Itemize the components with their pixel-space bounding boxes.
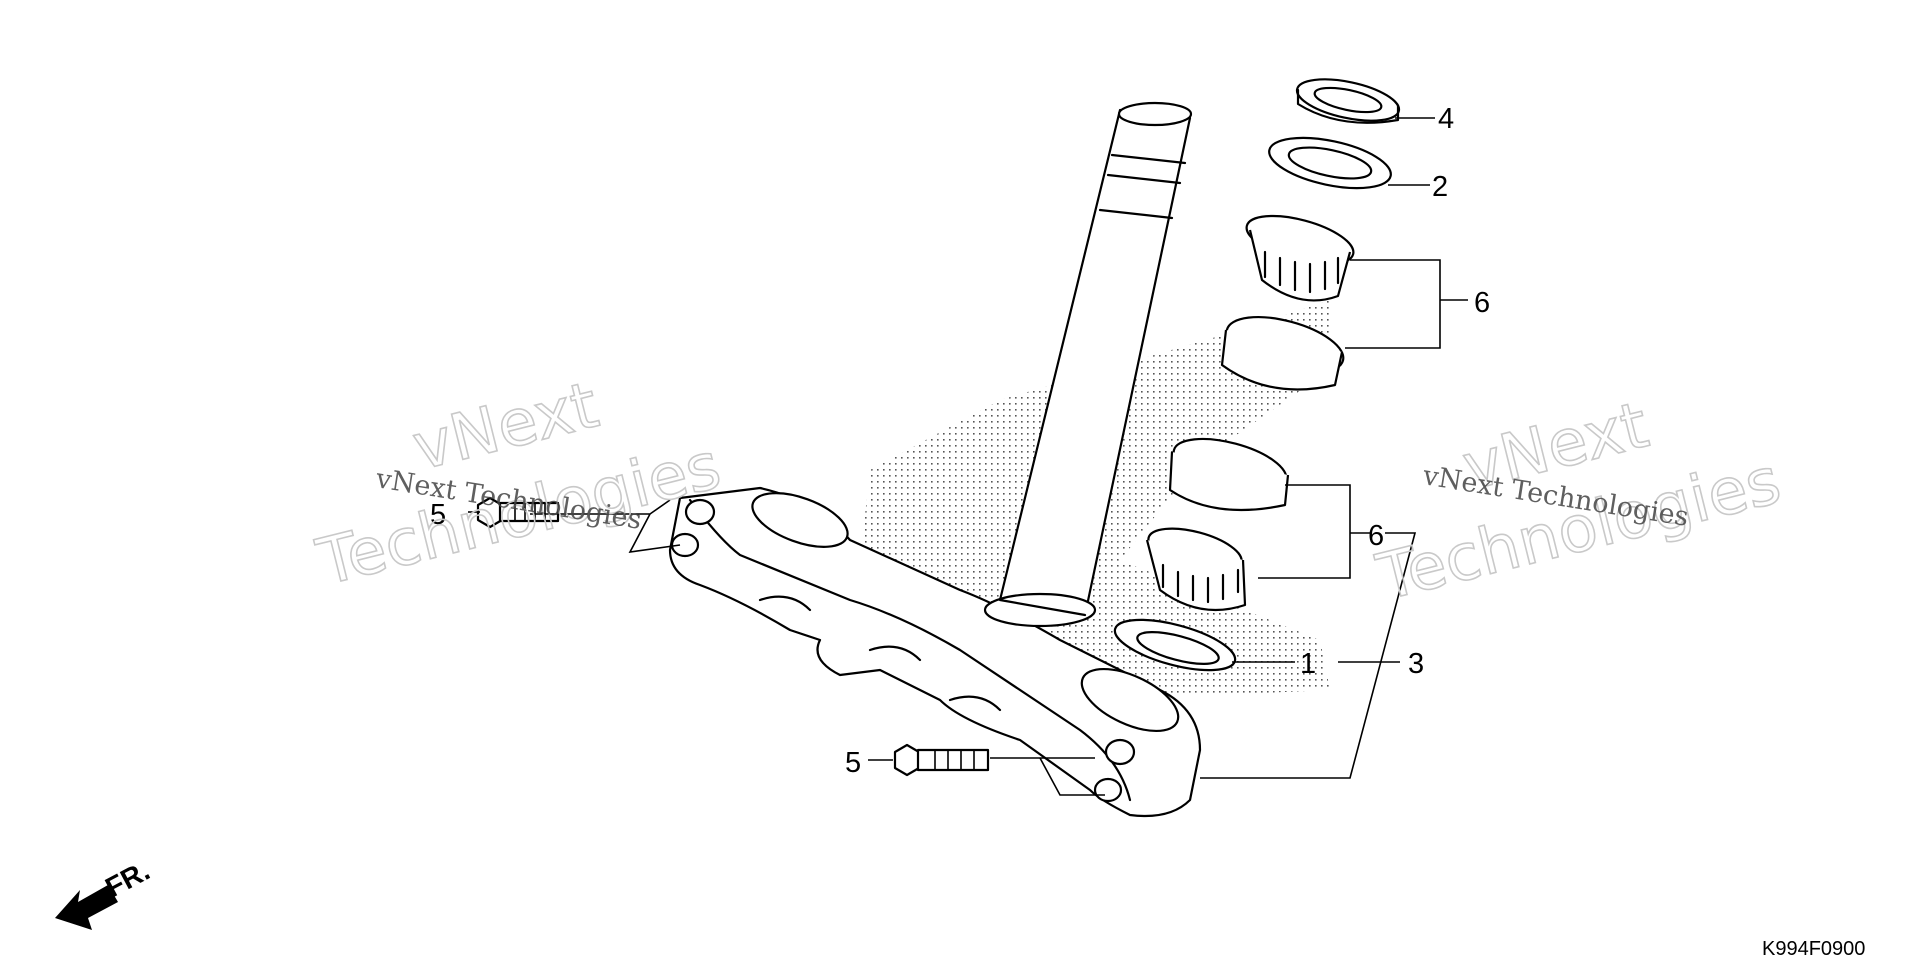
dust-seal-part-1[interactable]	[1110, 610, 1240, 681]
front-direction-arrow: FR.	[55, 855, 155, 930]
lock-washer-part-2[interactable]	[1265, 129, 1395, 198]
watermark-left: vNext Technologies vNext Technologies	[309, 368, 728, 602]
upper-bearing-part-6[interactable]	[1220, 206, 1358, 391]
steering-stem-lower-bracket-part-3[interactable]	[668, 482, 1202, 818]
callout-5-upper: 5	[430, 499, 446, 531]
bolt-part-5-upper[interactable]	[476, 496, 560, 529]
diagram-code: K994F0900	[1762, 938, 1865, 960]
callout-labels: 4 2 6 6 1 3 5 5	[430, 103, 1490, 779]
lower-bearing-part-6[interactable]	[1144, 429, 1292, 612]
lock-nut-part-4[interactable]	[1293, 72, 1402, 129]
callout-6-upper: 6	[1474, 287, 1490, 319]
callout-5-lower: 5	[845, 747, 861, 779]
leader-lines	[468, 117, 1468, 796]
callout-2: 2	[1432, 171, 1448, 203]
bolt-part-5-lower[interactable]	[893, 743, 990, 777]
callout-3: 3	[1408, 648, 1424, 680]
steering-stem-tube	[983, 101, 1193, 628]
callout-6-lower: 6	[1368, 520, 1384, 552]
watermark-right: vNext Technologies vNext Technologies	[1369, 388, 1788, 617]
callout-1: 1	[1300, 648, 1316, 680]
callout-4: 4	[1438, 103, 1454, 135]
